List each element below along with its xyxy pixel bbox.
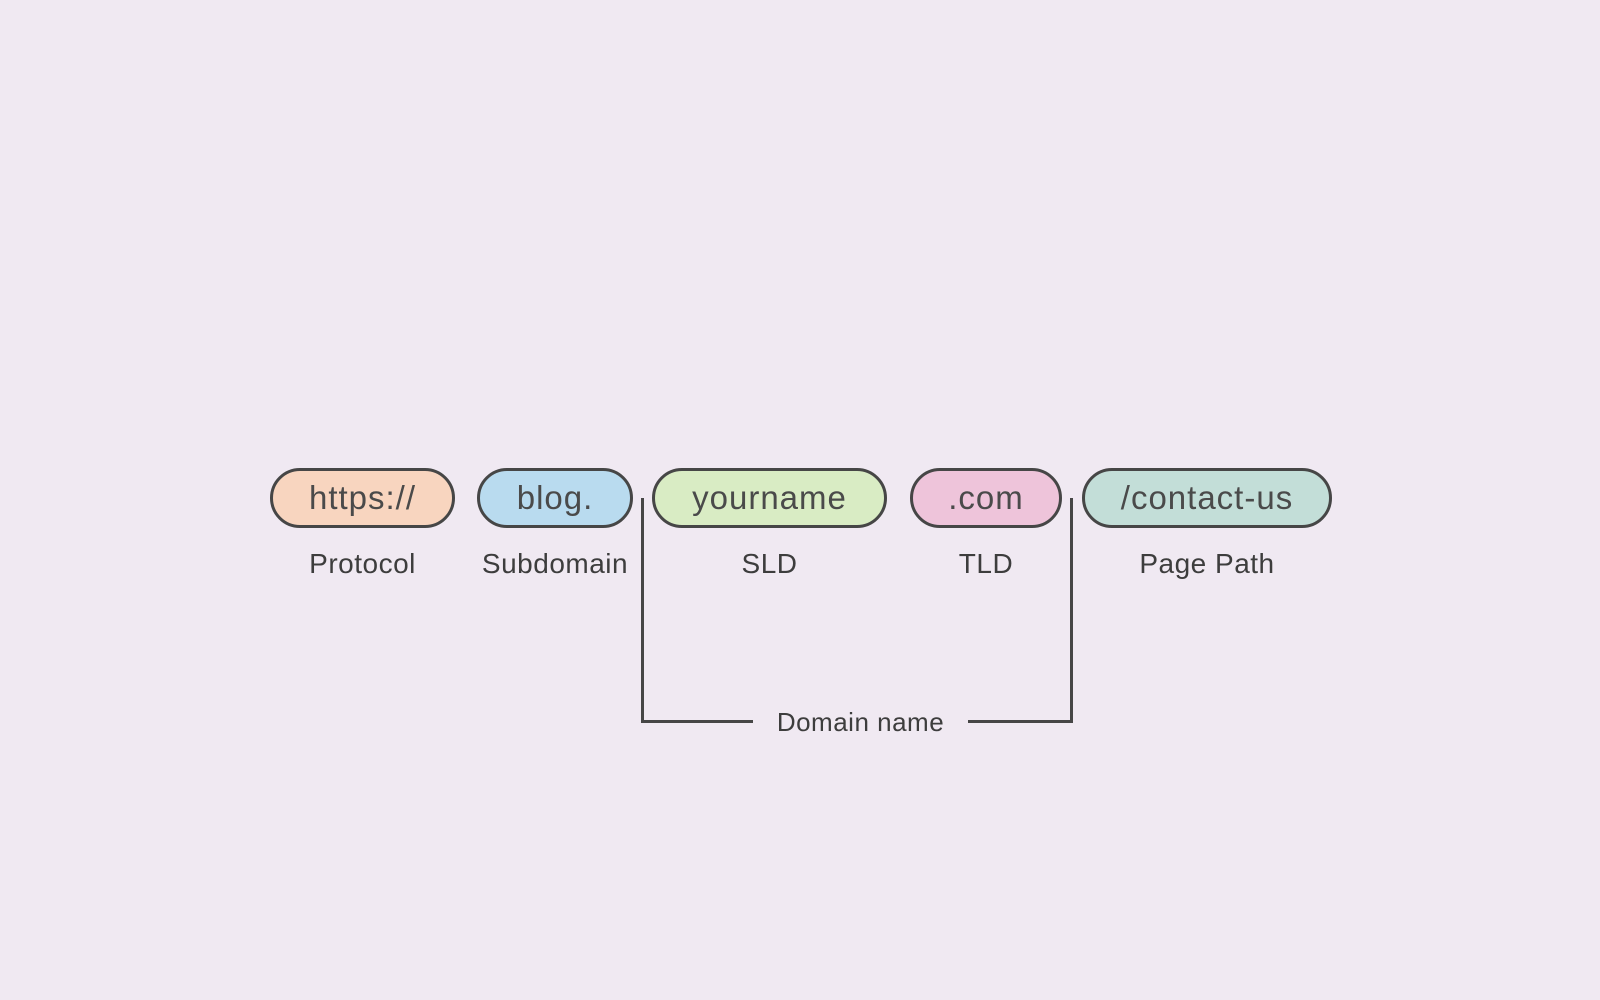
segment-label-protocol: Protocol: [309, 548, 416, 579]
domain-bracket-left-vertical-line: [641, 498, 644, 723]
domain-bracket-right-vertical-line: [1070, 498, 1073, 723]
segment-label-tld: TLD: [958, 548, 1014, 579]
segment-label-sld: SLD: [741, 548, 798, 579]
segment-label-subdomain: Subdomain: [481, 548, 629, 579]
segment-pill-tld: .com: [910, 468, 1062, 528]
segment-pill-protocol: https://: [270, 468, 455, 528]
domain-name-label: Domain name: [776, 707, 945, 737]
segment-label-page-path: Page Path: [1139, 548, 1275, 579]
segment-pill-page-path: /contact-us: [1082, 468, 1332, 528]
domain-bracket-right-horizontal-line: [968, 720, 1073, 723]
domain-bracket-left-horizontal-line: [641, 720, 753, 723]
segment-pill-subdomain: blog.: [477, 468, 633, 528]
segment-pill-sld: yourname: [652, 468, 887, 528]
